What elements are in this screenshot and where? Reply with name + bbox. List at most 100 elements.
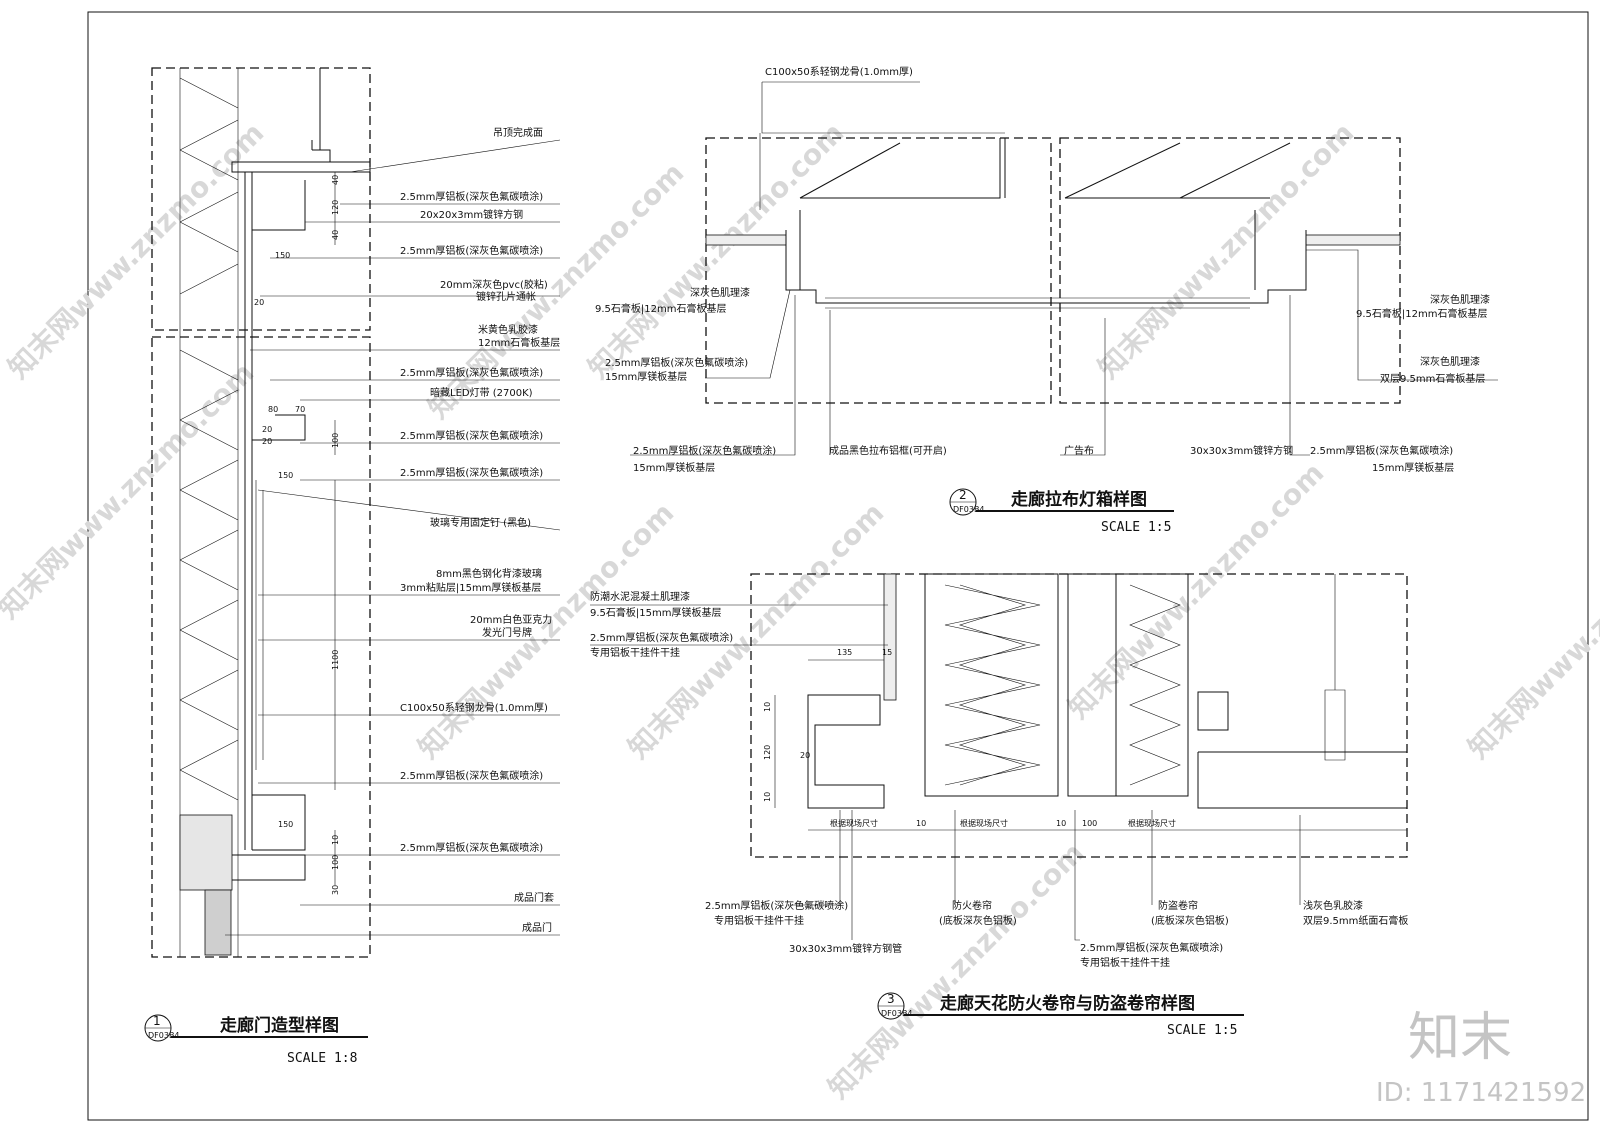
dim-text: 20 xyxy=(800,751,810,760)
label: 12mm石膏板基层 xyxy=(478,336,560,349)
view-frame xyxy=(705,137,1052,404)
label: (底板深灰色铝板) xyxy=(1151,914,1229,927)
label: 成品门套 xyxy=(514,891,554,904)
label: 3mm粘贴层|15mm厚镁板基层 xyxy=(400,581,541,594)
title-block-2: 2 DF03B4 走廊拉布灯箱样图 SCALE 1:5 xyxy=(949,488,1174,535)
label: (底板深灰色铝板) xyxy=(939,914,1017,927)
watermark: 知末网www.znzmo.com xyxy=(2,116,271,385)
label: 2.5mm厚铝板(深灰色氟碳喷涂) xyxy=(400,466,543,479)
label: 成品黑色拉布铝框(可开启) xyxy=(829,444,947,457)
label: 广告布 xyxy=(1064,444,1094,457)
view-frame xyxy=(151,67,371,331)
label: 30x30x3mm镀锌方钢 xyxy=(1190,444,1293,457)
brand-logo: 知末 xyxy=(1408,1008,1512,1068)
label: 深灰色肌理漆 xyxy=(1430,293,1490,306)
security-shutter-box xyxy=(1115,573,1189,797)
label: 2.5mm厚铝板(深灰色氟碳喷涂) xyxy=(590,631,733,644)
drawing-2: C100x50系轻钢龙骨(1.0mm厚) 深灰色肌理漆 9.5石膏板|12mm石… xyxy=(595,65,1498,535)
title-block-1: 1 DF03B4 走廊门造型样图 SCALE 1:8 xyxy=(144,1014,368,1066)
fire-shutter-box xyxy=(924,573,1059,797)
label: 米黄色乳胶漆 xyxy=(478,323,538,336)
dim-text: 100 xyxy=(331,855,340,870)
label: 2.5mm厚铝板(深灰色氟碳喷涂) xyxy=(400,366,543,379)
label: 防火卷帘 xyxy=(952,899,992,912)
dim-text: 10 xyxy=(763,702,772,712)
drawing-number: 3 xyxy=(887,992,895,1006)
drawing-scale: SCALE 1:5 xyxy=(1101,520,1171,535)
label: 吊顶完成面 xyxy=(493,126,543,139)
label: 防盗卷帘 xyxy=(1158,899,1198,912)
label: 专用铝板干挂件干挂 xyxy=(714,914,804,927)
dim-text: 150 xyxy=(278,471,293,480)
label: 2.5mm厚铝板(深灰色氟碳喷涂) xyxy=(400,769,543,782)
label: 9.5石膏板|15mm厚镁板基层 xyxy=(590,606,721,619)
drawing-number: 1 xyxy=(153,1014,161,1028)
dim-text: 10 xyxy=(331,835,340,845)
dim-text: 40 xyxy=(331,230,340,240)
label: 暗藏LED灯带 (2700K) xyxy=(430,386,533,399)
sheet-border xyxy=(87,11,1589,1121)
dim-text: 20 xyxy=(262,425,272,434)
drawing-title: 走廊天花防火卷帘与防盗卷帘样图 xyxy=(940,993,1195,1014)
label: 防潮水泥混凝土肌理漆 xyxy=(590,590,690,603)
label: 20mm白色亚克力 xyxy=(470,613,552,626)
label: 2.5mm厚铝板(深灰色氟碳喷涂) xyxy=(1310,444,1453,457)
annotation-labels: 深灰色肌理漆 9.5石膏板|12mm石膏板基层 2.5mm厚铝板(深灰色氟碳喷涂… xyxy=(595,286,1490,474)
dim-text: 40 xyxy=(331,175,340,185)
drawing-3: 135 15 10 120 20 10 10 10 100 根据现场尺寸 根据现… xyxy=(590,573,1408,1038)
drawing-title: 走廊拉布灯箱样图 xyxy=(1011,489,1147,510)
view-frame xyxy=(1059,137,1401,404)
watermark: 知末网www.znzmo.com xyxy=(822,836,1091,1105)
dim-text: 15 xyxy=(882,648,892,657)
view-frame xyxy=(151,336,371,958)
watermark: 知末网www.znzmo.com xyxy=(0,356,260,625)
label: 专用铝板干挂件干挂 xyxy=(590,646,680,659)
label: 2.5mm厚铝板(深灰色氟碳喷涂) xyxy=(400,244,543,257)
dim-text: 20 xyxy=(262,437,272,446)
label: 2.5mm厚铝板(深灰色氟碳喷涂) xyxy=(1080,941,1223,954)
drawing-scale: SCALE 1:5 xyxy=(1167,1023,1237,1038)
annotation-labels: 防潮水泥混凝土肌理漆 9.5石膏板|15mm厚镁板基层 2.5mm厚铝板(深灰色… xyxy=(590,590,1408,969)
watermark: 知末网www.znzmo.com xyxy=(1462,496,1600,765)
label: 2.5mm厚铝板(深灰色氟碳喷涂) xyxy=(633,444,776,457)
dim-text: 100 xyxy=(331,433,340,448)
label: 15mm厚镁板基层 xyxy=(605,370,687,383)
dim-text: 10 xyxy=(916,819,926,828)
watermark: 知末网www.znzmo.com xyxy=(582,116,851,385)
label: 2.5mm厚铝板(深灰色氟碳喷涂) xyxy=(400,190,543,203)
dim-text: 150 xyxy=(278,820,293,829)
label: 双层9.5mm石膏板基层 xyxy=(1380,372,1485,385)
label: 2.5mm厚铝板(深灰色氟碳喷涂) xyxy=(605,356,748,369)
label: 30x30x3mm镀锌方钢管 xyxy=(789,942,902,955)
label: 玻璃专用固定钉 (黑色) xyxy=(430,516,531,529)
sheet-ref: DF03B4 xyxy=(148,1031,180,1040)
label: 2.5mm厚铝板(深灰色氟碳喷涂) xyxy=(705,899,848,912)
sheet-ref: DF03B4 xyxy=(953,505,985,514)
label: 镀锌孔片通帐 xyxy=(476,290,536,303)
label: 20mm深灰色pvc(胶粘) xyxy=(440,278,548,291)
dim-text: 10 xyxy=(763,792,772,802)
drawing-title: 走廊门造型样图 xyxy=(220,1015,339,1036)
annotation-labels: 吊顶完成面 2.5mm厚铝板(深灰色氟碳喷涂) 20x20x3mm镀锌方钢 2.… xyxy=(400,126,560,934)
label: 深灰色肌理漆 xyxy=(690,286,750,299)
dim-text: 100 xyxy=(1082,819,1097,828)
dim-text: 30 xyxy=(331,885,340,895)
label: 8mm黑色钢化背漆玻璃 xyxy=(436,567,542,580)
label: 9.5石膏板|12mm石膏板基层 xyxy=(595,302,726,315)
label: 2.5mm厚铝板(深灰色氟碳喷涂) xyxy=(400,429,543,442)
dim-text: 80 xyxy=(268,405,278,414)
dim-text: 根据现场尺寸 xyxy=(830,818,878,828)
label: 浅灰色乳胶漆 xyxy=(1303,899,1363,912)
label: 15mm厚镁板基层 xyxy=(633,461,715,474)
label: 9.5石膏板|12mm石膏板基层 xyxy=(1356,307,1487,320)
label: 专用铝板干挂件干挂 xyxy=(1080,956,1170,969)
dim-text: 根据现场尺寸 xyxy=(960,818,1008,828)
brand-mark: 知末 ID: 1171421592 xyxy=(1376,1008,1586,1108)
dim-text: 10 xyxy=(1056,819,1066,828)
dim-text: 1100 xyxy=(331,650,340,670)
dim-text: 120 xyxy=(331,200,340,215)
label: 20x20x3mm镀锌方钢 xyxy=(420,208,523,221)
title-block-3: 3 DF03B4 走廊天花防火卷帘与防盗卷帘样图 SCALE 1:5 xyxy=(877,992,1244,1038)
top-label: C100x50系轻钢龙骨(1.0mm厚) xyxy=(765,65,913,78)
